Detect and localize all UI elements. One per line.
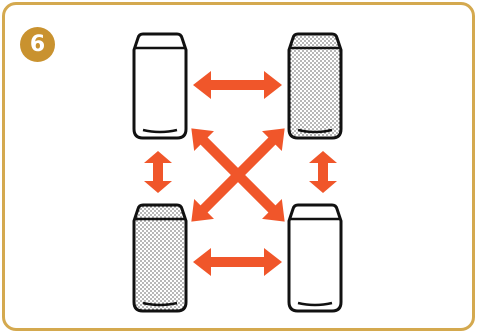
can-top-right <box>289 34 341 138</box>
double-arrow-icon <box>144 151 172 193</box>
can-bottom-right <box>289 205 341 311</box>
double-arrow-icon <box>193 71 282 99</box>
double-arrow-icon <box>309 151 337 193</box>
can-top-left <box>134 34 186 138</box>
can-bottom-left <box>134 205 186 311</box>
double-arrow-icon <box>193 248 282 276</box>
